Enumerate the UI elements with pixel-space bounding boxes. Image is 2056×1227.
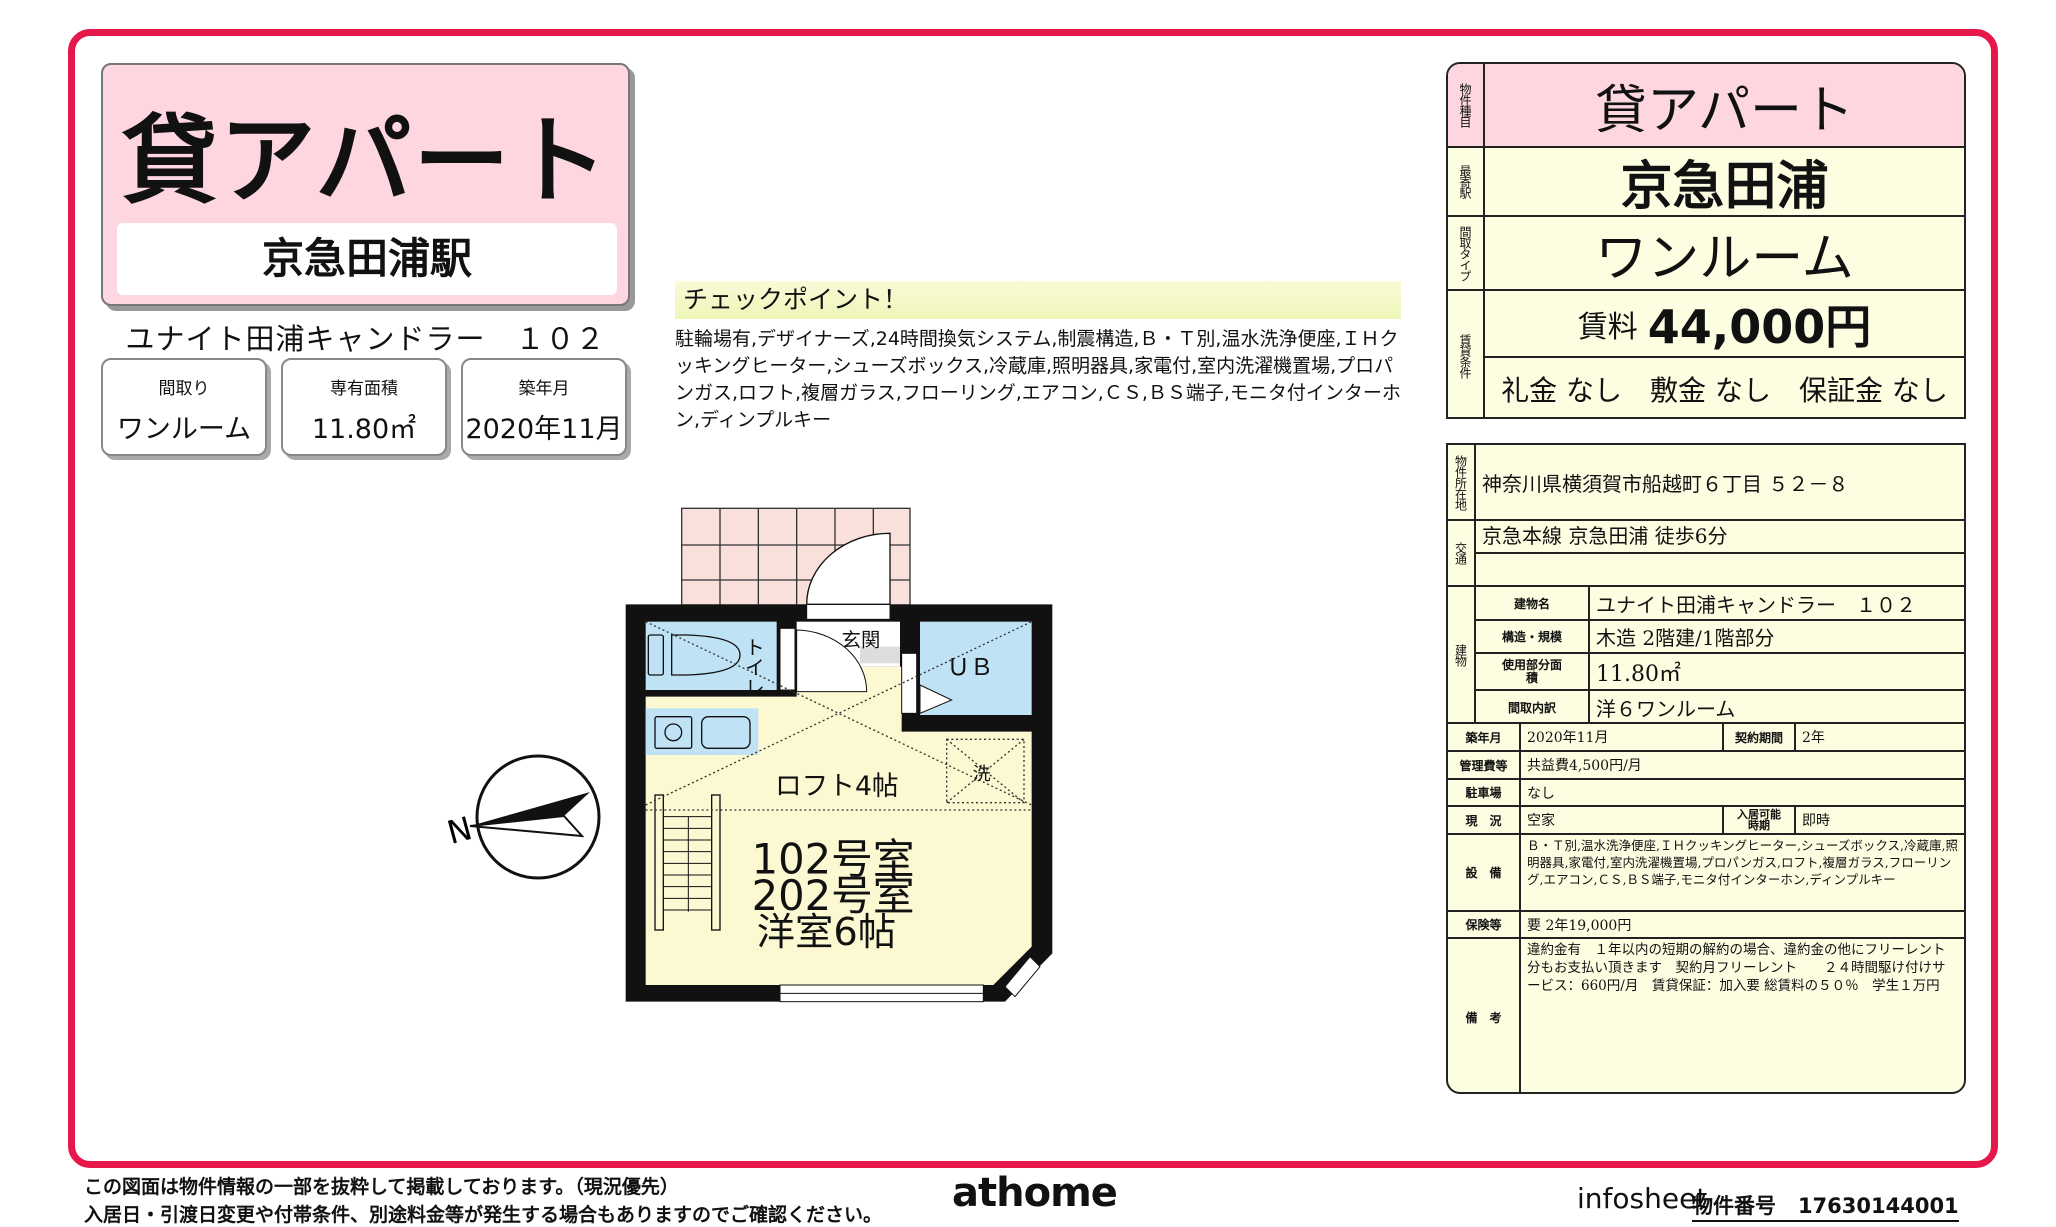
checkpoint-heading: チェックポイント！: [675, 281, 1401, 319]
building-section: 建物 建物名 ユナイト田浦キャンドラー １０２ 構造・規模 木造 2階建/1階部…: [1448, 587, 1964, 724]
layout-label: 間取り: [158, 379, 210, 399]
insurance-value: 要 2年19,000円: [1527, 917, 1632, 934]
building-name-value: ユナイト田浦キャンドラー １０２: [1596, 592, 1916, 617]
layout-detail-value: 洋６ワンルーム: [1596, 697, 1736, 721]
status-label: 現 況: [1448, 807, 1521, 833]
built-date-label: 築年月: [1448, 724, 1521, 750]
usage-area-label: 使用部分面積: [1476, 654, 1590, 689]
area-label: 専有面積: [330, 379, 398, 399]
layout-detail-label: 間取内訳: [1476, 691, 1590, 724]
stairs: [663, 816, 712, 912]
mgmt-label: 管理費等: [1448, 752, 1521, 778]
floor-plan: トイレ 玄関 ＵＢ 洗 ロフト4帖 102号室 202号室 洋室6帖: [625, 507, 1053, 1003]
layout-type-label: 間取タイプ: [1448, 217, 1485, 289]
room-label-3: 洋室6帖: [757, 910, 896, 955]
usage-area-value: 11.80㎡: [1596, 661, 1681, 687]
remarks-value: 違約金有 １年以内の短期の解約の場合、違約金の他にフリーレント分もお支払い頂きま…: [1527, 942, 1946, 994]
terms-row: 賃貸条件 賃料 44,000円 礼金 なし 敷金 なし 保証金 なし: [1448, 291, 1964, 417]
toilet-label: トイレ: [741, 637, 765, 697]
station-value: 京急田浦: [1620, 157, 1829, 217]
address-label: 物件所在地: [1448, 445, 1476, 519]
loft-label: ロフト4帖: [775, 771, 899, 802]
detail-table: 物件所在地 神奈川県横須賀市船越町６丁目 ５２－８ 交通 京急本線 京急田浦 徒…: [1446, 443, 1966, 1094]
infosheet-label: infosheet: [1577, 1182, 1708, 1215]
built-date-value: 2020年11月: [1521, 724, 1724, 750]
parking-value: なし: [1527, 785, 1555, 802]
insurance-row: 保険等 要 2年19,000円: [1448, 912, 1964, 939]
room-label-2: 202号室: [752, 871, 915, 920]
equipment-label: 設 備: [1448, 835, 1521, 910]
athome-logo: athome: [952, 1170, 1118, 1216]
built-row: 築年月 2020年11月 契約期間 2年: [1448, 724, 1964, 752]
north-label: N: [443, 809, 476, 852]
address-value: 神奈川県横須賀市船越町６丁目 ５２－８: [1482, 471, 1849, 496]
status-row: 現 況 空家 入居可能時期 即時: [1448, 807, 1964, 835]
layout-row: 間取タイプ ワンルーム: [1448, 217, 1964, 291]
layout-type-value: ワンルーム: [1595, 228, 1854, 289]
mgmt-row: 管理費等 共益費4,500円/月: [1448, 752, 1964, 780]
structure-label: 構造・規模: [1476, 621, 1590, 652]
bath-label: ＵＢ: [947, 653, 994, 681]
room-label-1: 102号室: [752, 834, 915, 883]
rent-value: 44,000円: [1647, 299, 1872, 354]
page-frame: [68, 29, 1998, 1168]
address-row: 物件所在地 神奈川県横須賀市船越町６丁目 ５２－８: [1448, 445, 1964, 521]
layout-value: ワンルーム: [116, 414, 252, 445]
parking-row: 駐車場 なし: [1448, 780, 1964, 807]
fees-value: 礼金 なし 敷金 なし 保証金 なし: [1501, 373, 1948, 407]
terms-label: 賃貸条件: [1448, 291, 1485, 417]
building-label: 建物: [1448, 587, 1476, 722]
transit-label: 交通: [1448, 521, 1476, 585]
equipment-row: 設 備 Ｂ・Ｔ別,温水洗浄便座,ＩＨクッキングヒーター,シューズボックス,冷蔵庫…: [1448, 835, 1964, 912]
footer-note-1: この図面は物件情報の一部を抜粋して掲載しております。（現況優先）: [84, 1176, 679, 1198]
front-door: [806, 603, 891, 620]
title-box: 貸アパート 京急田浦駅: [101, 63, 630, 306]
area-value: 11.80㎡: [311, 414, 417, 445]
building-name-label: 建物名: [1476, 587, 1590, 619]
type-value: 貸アパート: [1595, 80, 1854, 141]
area-box: 専有面積 11.80㎡: [281, 358, 447, 456]
remarks-label: 備 考: [1448, 939, 1521, 1092]
parking-label: 駐車場: [1448, 780, 1521, 805]
status-value: 空家: [1521, 807, 1724, 833]
transit-row: 交通 京急本線 京急田浦 徒歩6分: [1448, 521, 1964, 587]
type-label: 物件種目: [1448, 64, 1485, 146]
toilet-room: [645, 621, 777, 690]
movein-label: 入居可能時期: [1724, 807, 1796, 833]
property-number: 物件番号 17630144001: [1692, 1190, 1959, 1222]
compass-icon: N: [443, 754, 601, 880]
property-number-value: 17630144001: [1797, 1194, 1959, 1218]
insurance-label: 保険等: [1448, 912, 1521, 937]
equipment-value: Ｂ・Ｔ別,温水洗浄便座,ＩＨクッキングヒーター,シューズボックス,冷蔵庫,照明器…: [1527, 838, 1958, 887]
property-number-label: 物件番号: [1692, 1194, 1776, 1218]
summary-table: 物件種目 貸アパート 最寄駅 京急田浦 間取タイプ ワンルーム 賃貸条件 賃料 …: [1446, 62, 1966, 419]
movein-value: 即時: [1802, 813, 1830, 829]
remarks-row: 備 考 違約金有 １年以内の短期の解約の場合、違約金の他にフリーレント分もお支払…: [1448, 939, 1964, 1092]
transit-value-2: [1476, 554, 1964, 587]
built-box: 築年月 2020年11月: [461, 358, 627, 456]
rent-label: 賃料: [1577, 309, 1638, 345]
loft-outline: [645, 621, 1032, 811]
mgmt-value: 共益費4,500円/月: [1527, 758, 1642, 774]
station-row: 最寄駅 京急田浦: [1448, 148, 1964, 217]
footer-note-2: 入居日・引渡日変更や付帯条件、別途料金等が発生する場合もありますのでご確認くださ…: [84, 1204, 883, 1226]
property-type-title: 貸アパート: [121, 105, 610, 217]
contract-value: 2年: [1802, 730, 1825, 746]
fixtures: [647, 634, 751, 931]
washer-label: 洗: [973, 764, 991, 785]
transit-value-1: 京急本線 京急田浦 徒歩6分: [1476, 521, 1964, 554]
entrance-label: 玄関: [842, 629, 881, 652]
station-label: 最寄駅: [1448, 148, 1485, 215]
type-row: 物件種目 貸アパート: [1448, 64, 1964, 148]
built-value: 2020年11月: [465, 414, 623, 445]
contract-label: 契約期間: [1724, 724, 1796, 750]
layout-box: 間取り ワンルーム: [101, 358, 267, 456]
building-name: ユナイト田浦キャンドラー １０２: [125, 322, 606, 356]
station-name: 京急田浦駅: [117, 223, 617, 295]
checkpoint-text: 駐輪場有,デザイナーズ,24時間換気システム,制震構造,Ｂ・Ｔ別,温水洗浄便座,…: [675, 328, 1401, 431]
built-label: 築年月: [518, 379, 570, 399]
structure-value: 木造 2階建/1階部分: [1596, 626, 1775, 650]
